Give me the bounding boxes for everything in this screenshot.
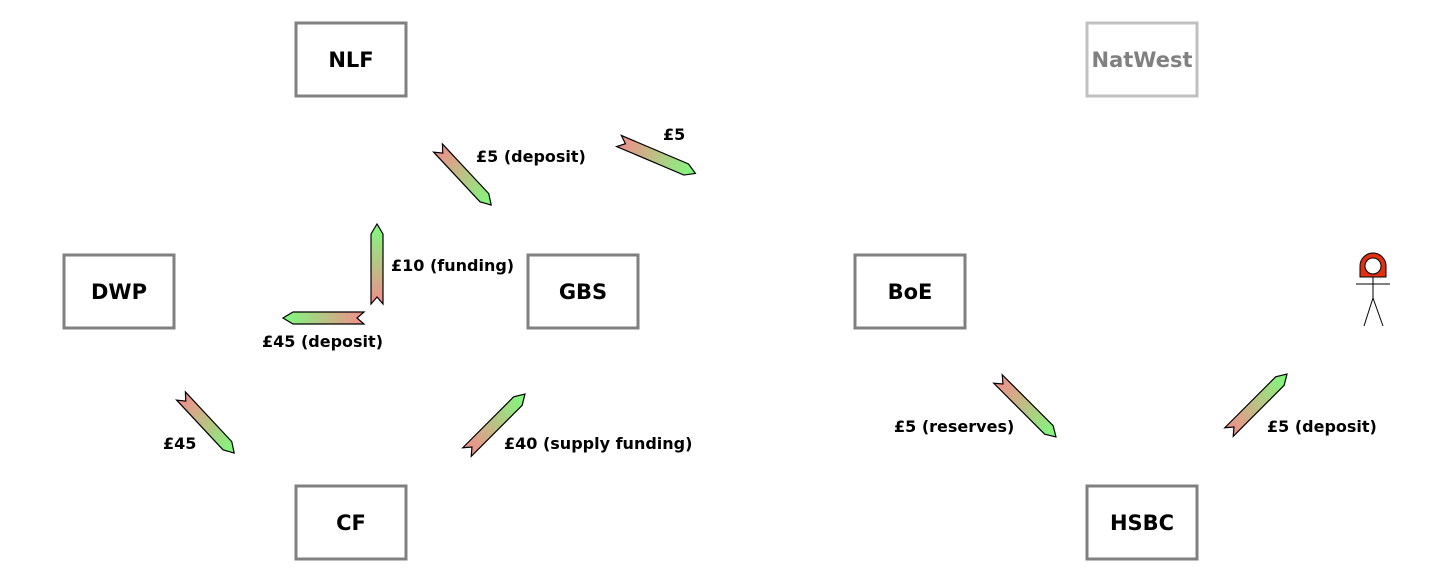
node-gbs: GBS bbox=[526, 253, 640, 330]
node-boe: BoE bbox=[853, 253, 967, 330]
node-boe-label: BoE bbox=[888, 280, 933, 304]
flow-label-cf-gbs: £40 (supply funding) bbox=[504, 434, 692, 453]
flow-label-dwp-deposit: £45 (deposit) bbox=[262, 332, 383, 351]
flow-label-to-natwest: £5 bbox=[663, 125, 685, 144]
flow-label-gbs-funding: £10 (funding) bbox=[391, 256, 514, 275]
arrow-cf-to-gbs bbox=[461, 393, 526, 458]
node-nlf: NLF bbox=[294, 21, 408, 98]
node-dwp-label: DWP bbox=[91, 280, 147, 304]
person-icon bbox=[1356, 252, 1390, 327]
node-nlf-label: NLF bbox=[328, 48, 373, 72]
flow-label-boe-hsbc: £5 (reserves) bbox=[894, 417, 1014, 436]
node-hsbc: HSBC bbox=[1085, 484, 1199, 561]
flow-label-dwp-cf: £45 bbox=[163, 434, 196, 453]
node-dwp: DWP bbox=[62, 253, 176, 330]
flow-label-nlf-gbs: £5 (deposit) bbox=[476, 147, 586, 166]
node-natwest-label: NatWest bbox=[1092, 48, 1193, 72]
arrow-nlf-to-gbs bbox=[432, 142, 492, 206]
node-gbs-label: GBS bbox=[559, 280, 607, 304]
arrow-to-natwest bbox=[614, 134, 697, 176]
node-cf: CF bbox=[294, 484, 408, 561]
node-natwest: NatWest bbox=[1085, 21, 1199, 98]
arrow-boe-to-hsbc bbox=[992, 373, 1057, 438]
flow-label-hsbc-deposit: £5 (deposit) bbox=[1267, 417, 1377, 436]
arrow-dwp-deposit bbox=[281, 311, 366, 325]
arrow-gbs-funding bbox=[370, 222, 384, 306]
arrow-hsbc-deposit bbox=[1223, 373, 1288, 438]
node-cf-label: CF bbox=[336, 511, 366, 535]
node-hsbc-label: HSBC bbox=[1110, 511, 1174, 535]
arrow-dwp-to-cf bbox=[175, 390, 235, 454]
